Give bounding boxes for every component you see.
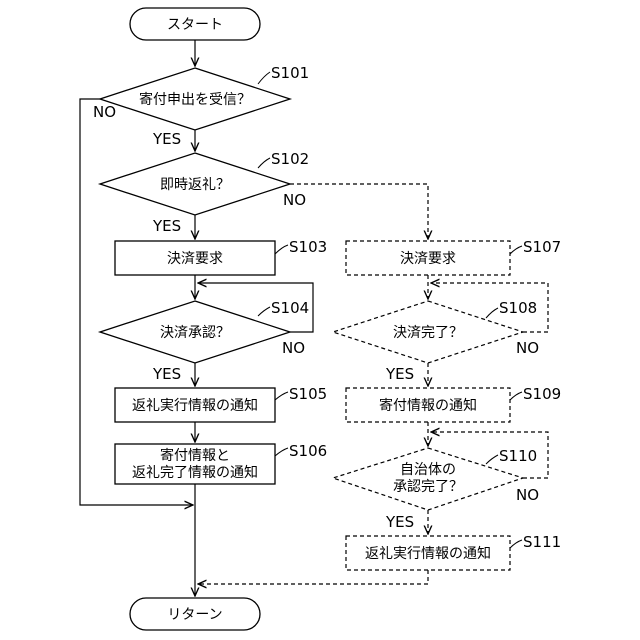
s104-leader bbox=[258, 307, 270, 316]
s110-no-label: NO bbox=[516, 486, 539, 504]
s101-text: 寄付申出を受信？ bbox=[139, 91, 251, 108]
s103-leader bbox=[275, 245, 288, 254]
s110-yes-label: YES bbox=[385, 513, 414, 531]
s106-line1: 寄付情報と bbox=[160, 447, 230, 464]
s103-code: S103 bbox=[289, 238, 327, 256]
s105-code: S105 bbox=[289, 385, 327, 403]
s105-leader bbox=[275, 392, 288, 400]
s101-yes-label: YES bbox=[152, 130, 181, 148]
s111-leader bbox=[510, 540, 522, 548]
s106-leader bbox=[275, 448, 288, 456]
s111-code: S111 bbox=[523, 533, 561, 551]
s109-leader bbox=[510, 392, 522, 400]
s101-leader bbox=[258, 72, 270, 84]
s108-leader bbox=[486, 308, 498, 318]
s106-line2: 返礼完了情報の通知 bbox=[132, 464, 258, 481]
s104-no-label: NO bbox=[282, 339, 305, 357]
s102-code: S102 bbox=[271, 150, 309, 168]
s110-line2: 承認完了？ bbox=[393, 479, 463, 495]
s108-text: 決済完了？ bbox=[393, 325, 463, 341]
s102-leader bbox=[258, 158, 270, 168]
s101-code: S101 bbox=[271, 64, 309, 82]
s105-text: 返礼実行情報の通知 bbox=[132, 397, 258, 414]
s104-text: 決済承認？ bbox=[160, 325, 230, 341]
end-label: リターン bbox=[167, 607, 222, 623]
s104-yes-label: YES bbox=[152, 365, 181, 383]
s108-code: S108 bbox=[499, 299, 537, 317]
s110-leader bbox=[486, 455, 498, 464]
s108-no-label: NO bbox=[516, 339, 539, 357]
s102-yes-label: YES bbox=[152, 217, 181, 235]
s102-no-label: NO bbox=[283, 191, 306, 209]
s110-code: S110 bbox=[499, 447, 537, 465]
s109-code: S109 bbox=[523, 385, 561, 403]
s110-line1: 自治体の bbox=[400, 462, 456, 478]
s104-code: S104 bbox=[271, 299, 309, 317]
s107-code: S107 bbox=[523, 238, 561, 256]
start-label: スタート bbox=[167, 17, 223, 33]
s107-text: 決済要求 bbox=[400, 251, 456, 267]
s111-text: 返礼実行情報の通知 bbox=[365, 545, 491, 562]
s107-leader bbox=[510, 246, 522, 254]
s103-text: 決済要求 bbox=[167, 251, 223, 267]
edge-s111-end bbox=[198, 570, 428, 584]
s101-no-label: NO bbox=[93, 103, 116, 121]
edge-s102-no bbox=[290, 184, 428, 239]
s108-yes-label: YES bbox=[385, 365, 414, 383]
s102-text: 即時返礼？ bbox=[160, 177, 230, 193]
s109-text: 寄付情報の通知 bbox=[379, 397, 477, 414]
s106-code: S106 bbox=[289, 442, 327, 460]
